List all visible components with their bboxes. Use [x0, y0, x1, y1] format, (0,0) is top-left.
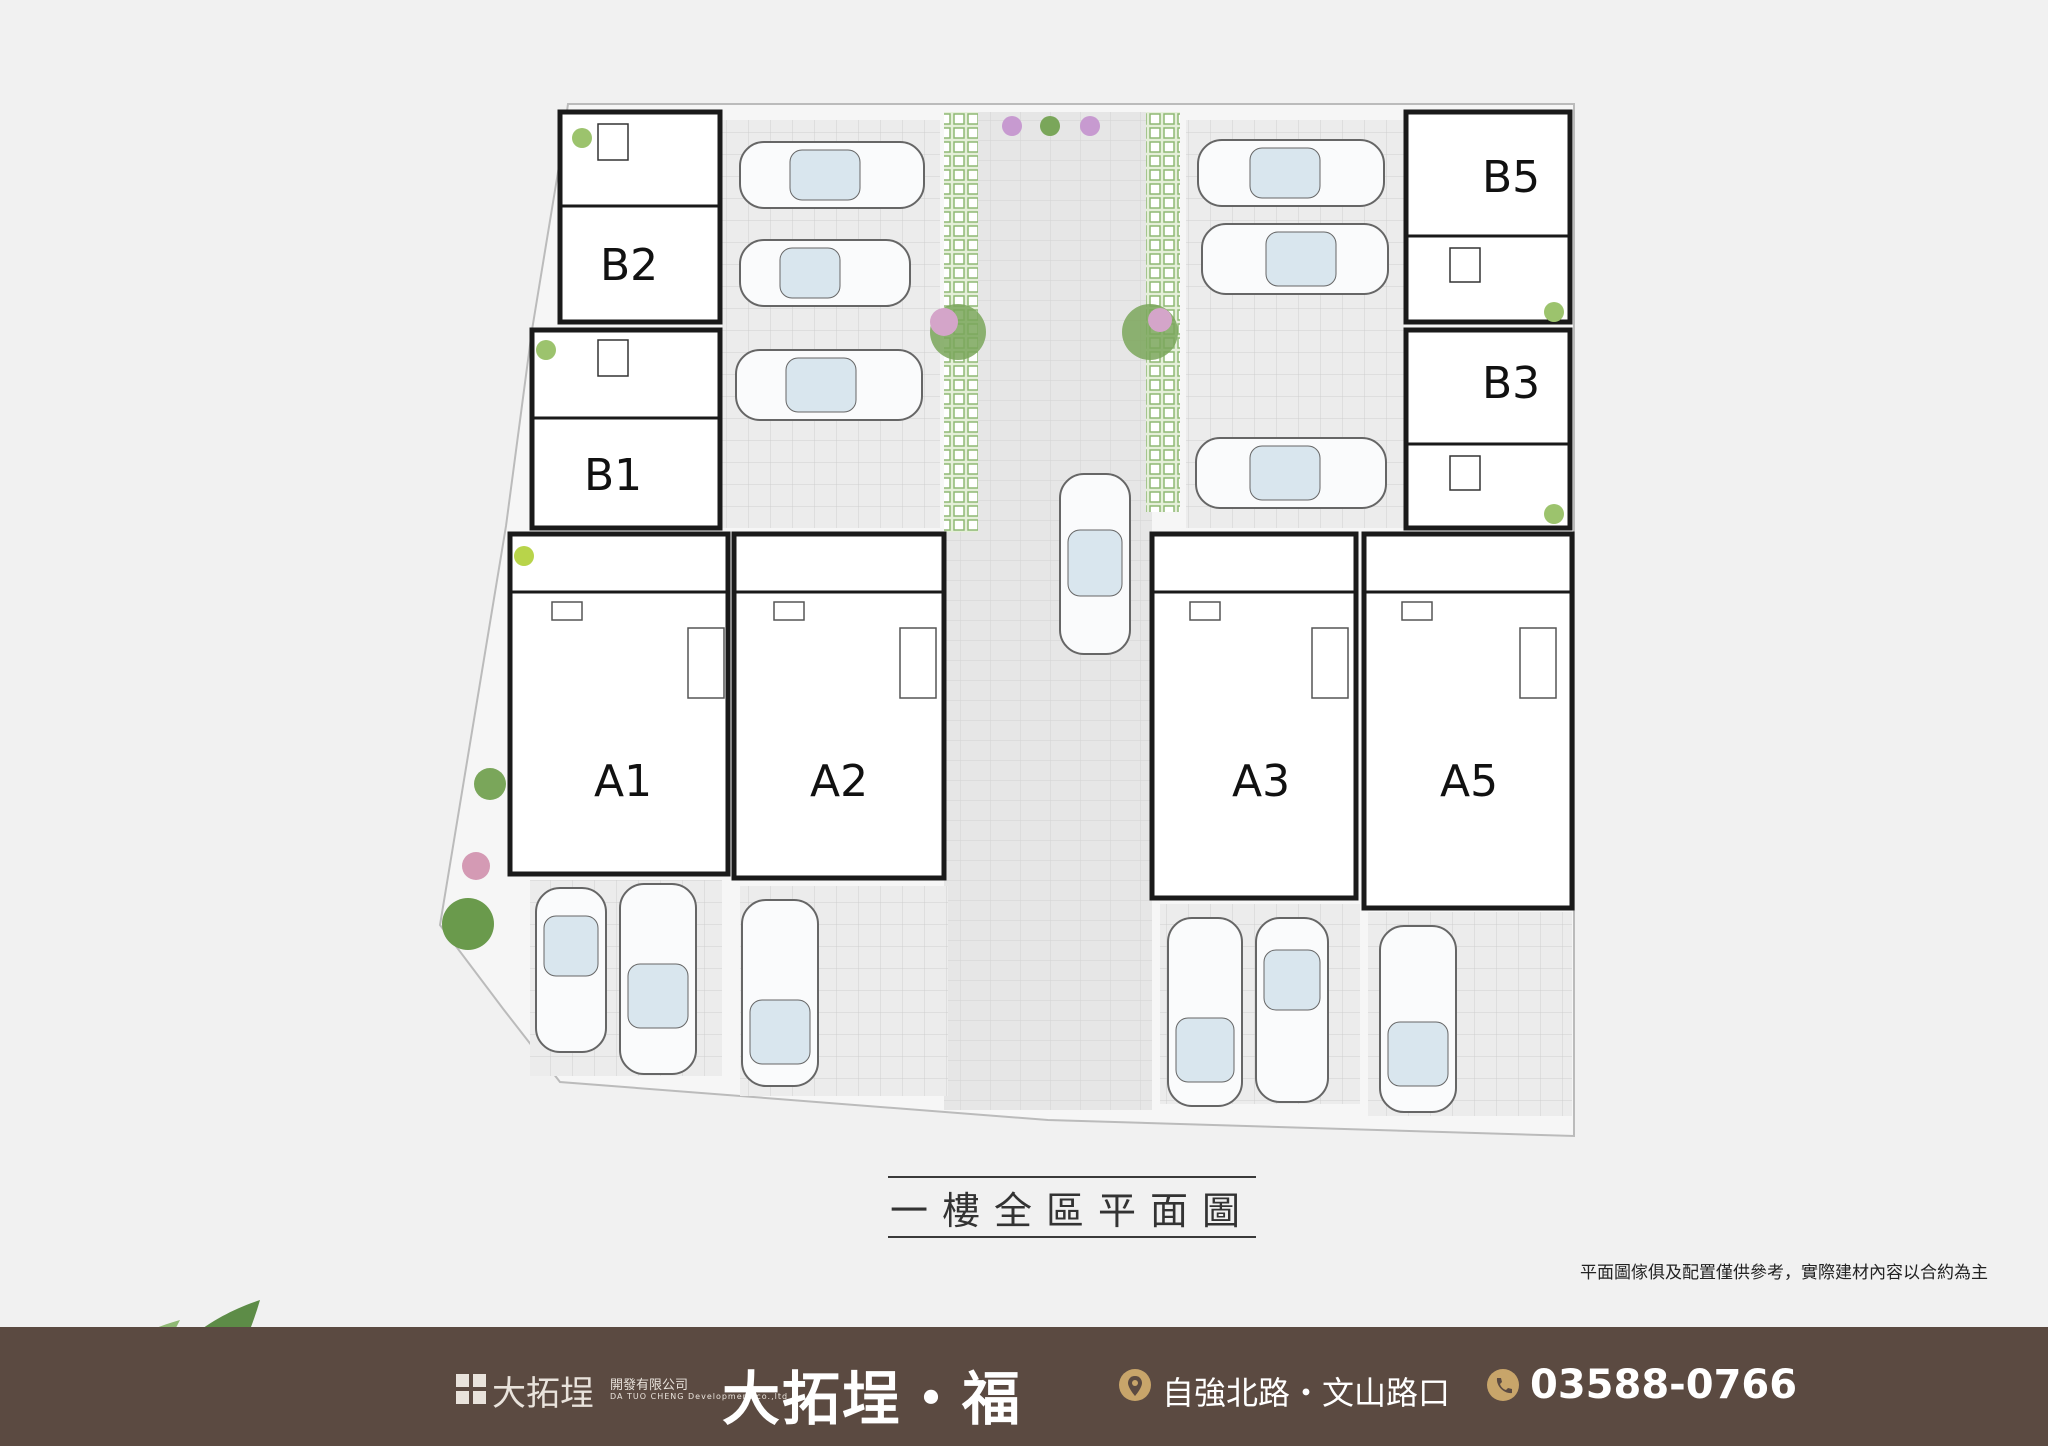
disclaimer-note: 平面圖傢俱及配置僅供參考，實際建材內容以合約為主 [1580, 1263, 1988, 1283]
car-bottom-3 [741, 899, 819, 1087]
car-bottom-5 [1255, 917, 1329, 1103]
contact-phone[interactable]: 03588-0766 [1530, 1362, 1798, 1408]
unit-a3: A3 [1149, 531, 1359, 901]
unit-a3-label: A3 [1232, 756, 1290, 807]
shrub-cluster-right [1122, 304, 1178, 360]
shrubs-west-edge [442, 128, 592, 950]
unit-b3: B3 [1403, 327, 1573, 531]
map-pin-icon [1119, 1369, 1151, 1401]
unit-b1-label: B1 [584, 450, 642, 501]
car-bottom-1 [535, 887, 607, 1053]
project-name: 大拓埕‧福 [722, 1365, 1023, 1433]
car-bottom-2 [619, 883, 697, 1075]
developer-name: 大拓埕 [492, 1374, 594, 1414]
footer-bar [0, 1327, 2048, 1446]
car-bottom-4 [1167, 917, 1243, 1107]
shrub-cluster-top [1002, 116, 1100, 136]
shrub-cluster-left [930, 304, 986, 360]
car-top-left-2 [739, 239, 911, 307]
car-top-left-1 [739, 141, 925, 209]
unit-a2-label: A2 [810, 756, 868, 807]
developer-company: 開發有限公司 [610, 1378, 689, 1393]
unit-a5: A5 [1361, 531, 1575, 911]
unit-b1: B1 [529, 327, 723, 531]
car-top-right-3 [1195, 437, 1387, 509]
unit-b2: B2 [557, 109, 723, 325]
car-top-right-2 [1201, 223, 1389, 295]
car-top-right-1 [1197, 139, 1385, 207]
phone-icon [1487, 1369, 1519, 1401]
project-address: 自強北路・文山路口 [1162, 1374, 1451, 1412]
unit-b3-label: B3 [1482, 358, 1540, 409]
car-bottom-6 [1379, 925, 1457, 1113]
unit-a2: A2 [731, 531, 947, 881]
developer-logo-icon [456, 1374, 486, 1404]
shrubs-east-edge [1544, 302, 1564, 524]
car-driveway [1059, 473, 1131, 655]
unit-a5-label: A5 [1440, 756, 1498, 807]
unit-a1-label: A1 [594, 756, 652, 807]
unit-b5: B5 [1403, 109, 1573, 325]
car-top-left-3 [735, 349, 923, 421]
plan-title-frame: 一樓全區平面圖 [888, 1176, 1256, 1238]
unit-b5-label: B5 [1482, 152, 1540, 203]
plan-title: 一樓全區平面圖 [889, 1188, 1254, 1233]
unit-a1: A1 [507, 531, 731, 877]
unit-b2-label: B2 [600, 240, 658, 291]
developer-english-name: DA TUO CHENG Development co.,ltd [610, 1392, 789, 1401]
